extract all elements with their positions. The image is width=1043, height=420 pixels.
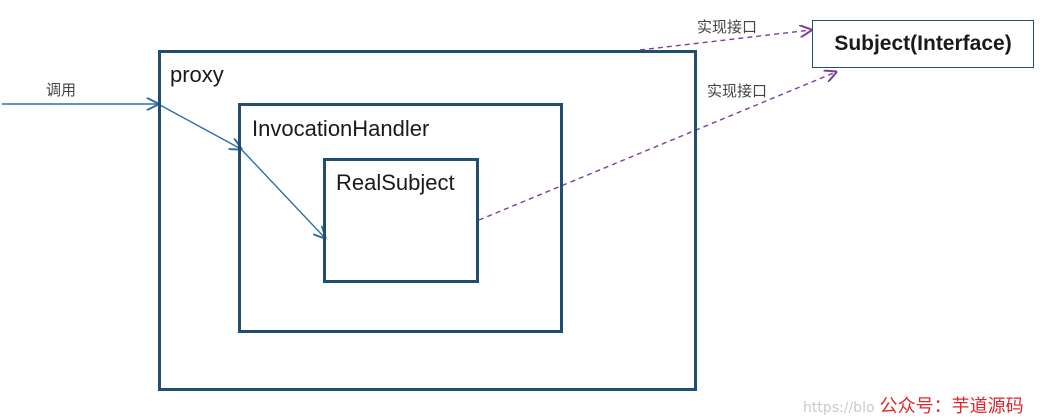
subject-interface-box: Subject(Interface) [812, 20, 1034, 68]
subject-interface-label: Subject(Interface) [834, 32, 1012, 55]
implements-arrow-from-proxy [639, 30, 811, 51]
watermark-url: https://blo [803, 400, 875, 416]
watermark: https://blo 公众号：芋道源码 [803, 392, 1024, 418]
proxy-box [158, 50, 697, 391]
call-arrow-to-real-subject [240, 148, 325, 238]
proxy-label: proxy [170, 62, 224, 87]
real-subject-label: RealSubject [336, 170, 455, 195]
call-label: 调用 [46, 81, 77, 99]
call-arrow-to-handler [159, 104, 241, 149]
watermark-account: 公众号：芋道源码 [879, 396, 1024, 417]
implements-label-real-subject: 实现接口 [707, 82, 768, 100]
implements-arrow-from-real-subject [478, 72, 836, 221]
invocation-handler-label: InvocationHandler [252, 116, 430, 141]
implements-label-proxy: 实现接口 [697, 18, 758, 36]
invocation-handler-box [238, 103, 563, 333]
real-subject-box [323, 158, 479, 283]
